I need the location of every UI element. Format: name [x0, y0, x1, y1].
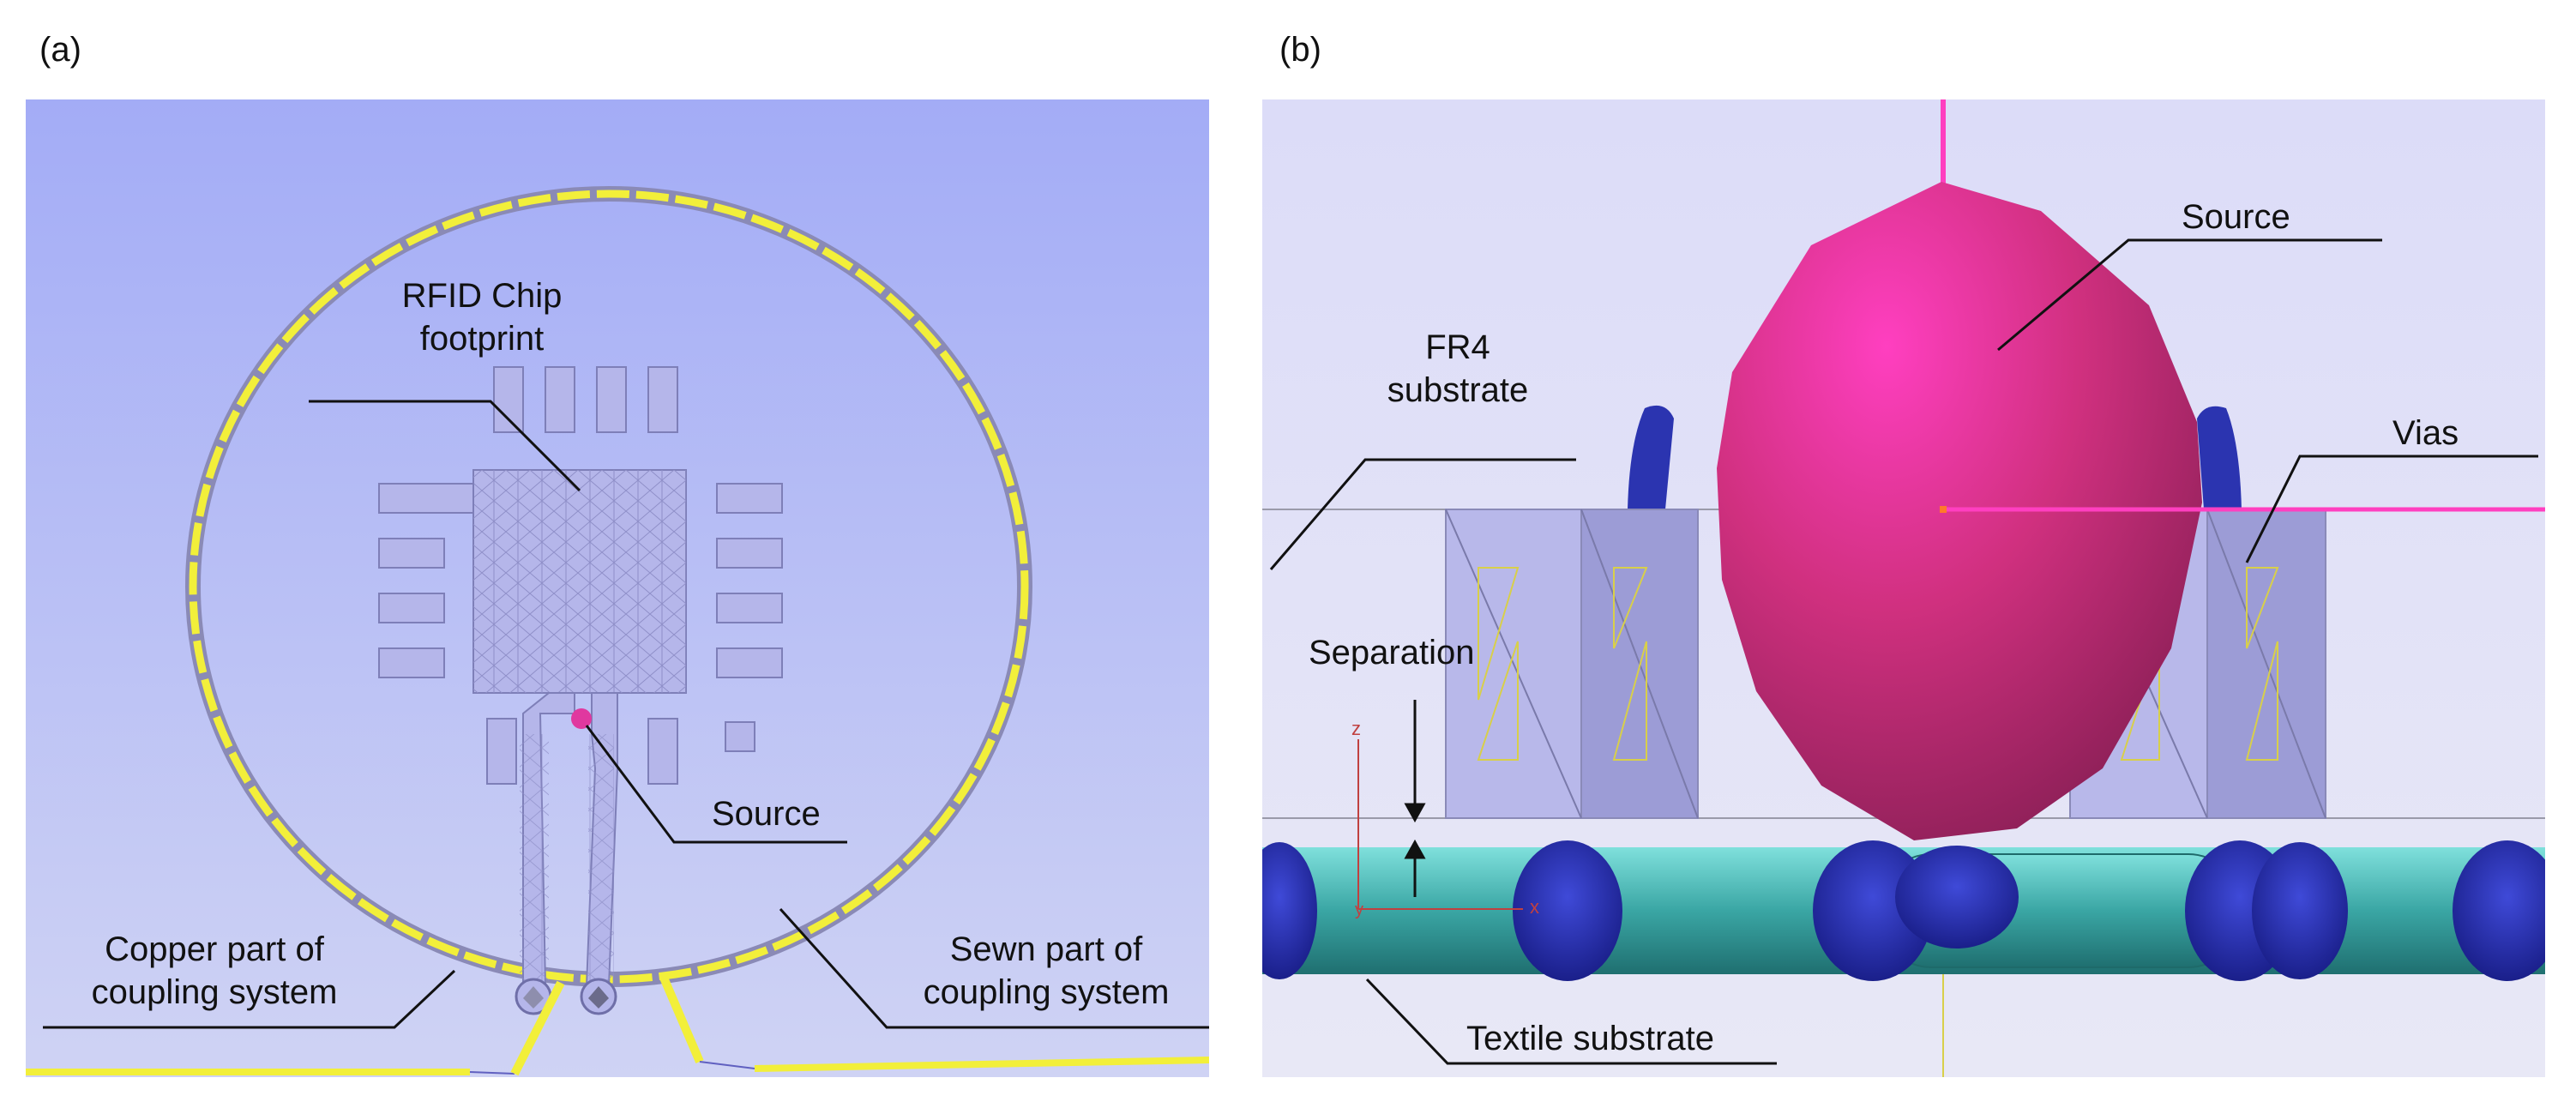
- panel-label-a: (a): [39, 31, 81, 69]
- separation-arrows: [1404, 700, 1426, 897]
- callout-fr4-line1: FR4: [1425, 328, 1490, 366]
- callout-fr4-line2: substrate: [1387, 371, 1529, 409]
- callout-sewn-line2: coupling system: [923, 973, 1170, 1011]
- coordinate-axes: [1357, 739, 1523, 910]
- axis-label-x: x: [1530, 896, 1539, 918]
- panel-label-b: (b): [1279, 31, 1321, 69]
- panel-a-simulation-view: RFID Chip footprint Source Copper part o…: [26, 99, 1209, 1077]
- panel-b-simulation-view: Source FR4 substrate Vias Separation Tex…: [1262, 99, 2545, 1077]
- callout-source-a: Source: [712, 795, 821, 833]
- callout-separation: Separation: [1309, 634, 1475, 671]
- panel-b-drawing: [1262, 99, 2545, 1077]
- axis-label-y: y: [1355, 900, 1363, 919]
- callout-copper-part: Copper part of coupling system: [51, 928, 377, 1014]
- callout-copper-line1: Copper part of: [105, 930, 324, 968]
- via-cap-right: [2197, 406, 2242, 509]
- axis-label-z: z: [1351, 718, 1361, 739]
- source-center-marker: [1940, 506, 1947, 513]
- feed-traces: [515, 692, 618, 1015]
- source-point: [571, 708, 592, 729]
- via-blocks-left: [1445, 509, 1699, 819]
- callout-rfid-chip-line1: RFID Chip: [401, 277, 563, 315]
- callout-sewn-part: Sewn part of coupling system: [883, 928, 1209, 1014]
- callout-rfid-chip-line2: footprint: [419, 320, 545, 358]
- via-cap-left: [1628, 405, 1674, 509]
- callout-source-b: Source: [2182, 198, 2290, 236]
- callout-textile-substrate: Textile substrate: [1466, 1020, 1715, 1057]
- callout-copper-line2: coupling system: [91, 973, 338, 1011]
- coupling-feed-lines: [26, 976, 1209, 1076]
- callout-rfid-chip: RFID Chip footprint: [379, 274, 585, 360]
- panel-a-leader-lines: [43, 400, 1209, 1029]
- callout-sewn-line1: Sewn part of: [949, 930, 1143, 968]
- panel-a-drawing: [26, 99, 1209, 1077]
- rfid-chip-footprint: [378, 366, 783, 785]
- textile-substrate: [1262, 840, 2545, 981]
- callout-fr4-substrate: FR4 substrate: [1372, 326, 1544, 412]
- panel-b-leader-lines: [1269, 238, 2538, 1065]
- callout-vias: Vias: [2392, 414, 2459, 452]
